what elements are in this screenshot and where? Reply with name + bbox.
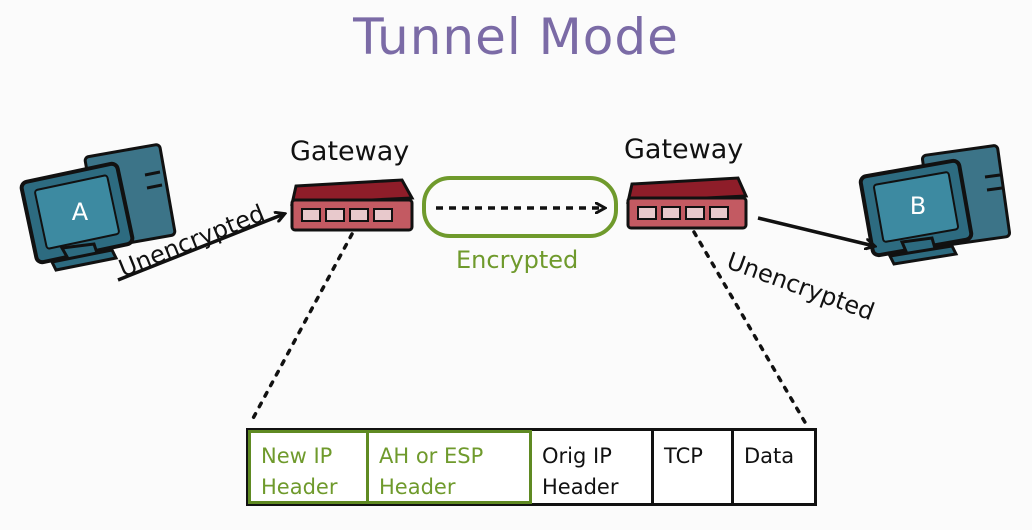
right-unencrypted-arrow	[757, 216, 874, 246]
computer-a-icon	[19, 143, 177, 272]
left-leader-line	[248, 232, 354, 426]
host-a-label: A	[72, 198, 89, 226]
right-leader-line	[692, 230, 808, 426]
cell-text: New IP	[261, 444, 333, 468]
tcp-cell: TCP	[654, 431, 734, 503]
computer-b-icon	[858, 144, 1012, 266]
added-headers-group: New IP Header AH or ESP Header	[248, 430, 532, 504]
orig-ip-header-cell: Orig IP Header	[532, 431, 654, 503]
left-unencrypted-arrow	[117, 214, 284, 282]
ah-esp-header-cell: AH or ESP Header	[369, 433, 529, 501]
cell-text: Orig IP	[542, 444, 612, 468]
cell-text: Data	[744, 444, 795, 468]
encrypted-label: Encrypted	[456, 246, 579, 274]
cell-text: TCP	[664, 444, 703, 468]
cell-text: Header	[542, 475, 619, 499]
encrypted-tunnel	[422, 176, 618, 238]
right-router-icon	[626, 176, 749, 230]
left-router-icon	[290, 178, 415, 232]
packet-structure: New IP Header AH or ESP Header Orig IP H…	[246, 428, 817, 506]
cell-text: Header	[261, 475, 338, 499]
host-b-label: B	[910, 192, 926, 220]
cell-text: AH or ESP	[379, 444, 484, 468]
new-ip-header-cell: New IP Header	[251, 433, 369, 501]
page-title: Tunnel Mode	[353, 8, 679, 66]
data-cell: Data	[734, 431, 814, 503]
cell-text: Header	[379, 475, 456, 499]
right-gateway-label: Gateway	[624, 134, 744, 165]
left-gateway-label: Gateway	[290, 136, 410, 167]
